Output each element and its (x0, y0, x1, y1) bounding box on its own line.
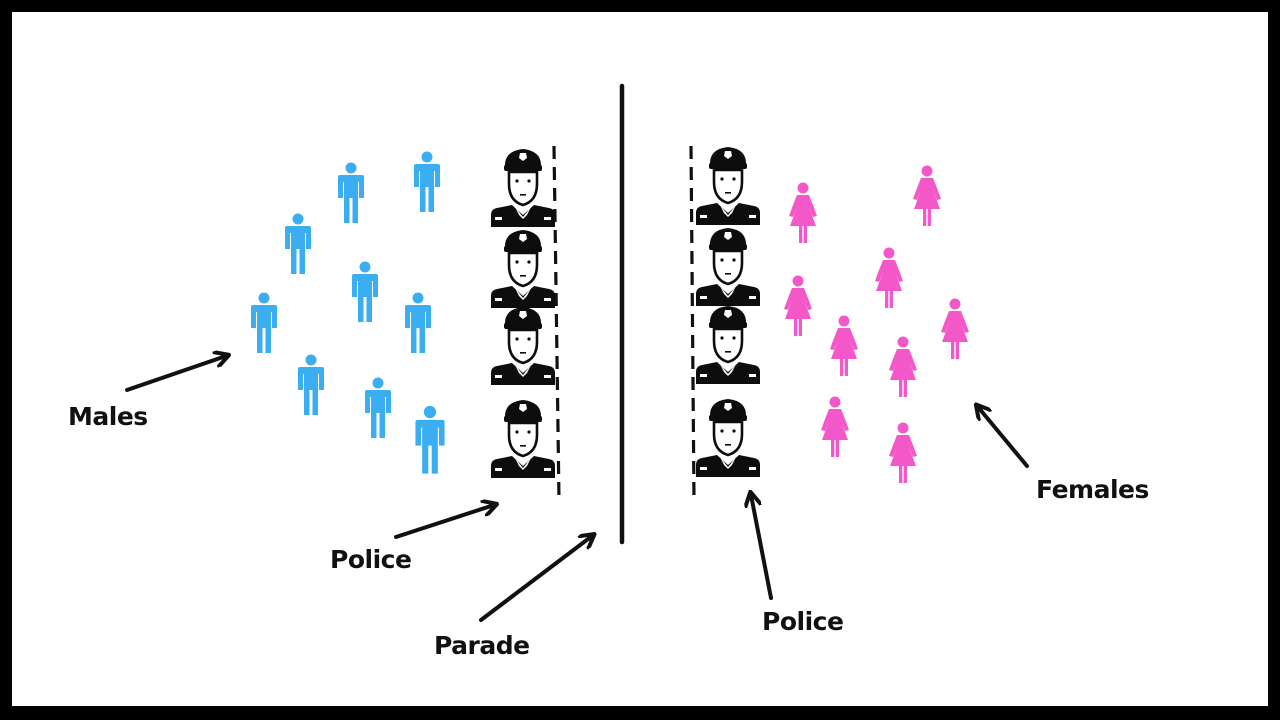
barrier-right-dashed (689, 145, 696, 501)
arrow-police-right (751, 495, 773, 600)
arrow-parade (479, 536, 592, 622)
barrier-left-dashed (552, 145, 561, 501)
arrow-females (978, 407, 1029, 468)
canvas-background (12, 12, 1268, 706)
label-parade: Parade (434, 631, 530, 660)
label-police-left: Police (330, 545, 411, 574)
label-police-right: Police (762, 607, 843, 636)
arrow-males (125, 356, 226, 392)
label-males: Males (68, 402, 148, 431)
arrow-police-left (394, 505, 494, 539)
label-females: Females (1036, 475, 1149, 504)
